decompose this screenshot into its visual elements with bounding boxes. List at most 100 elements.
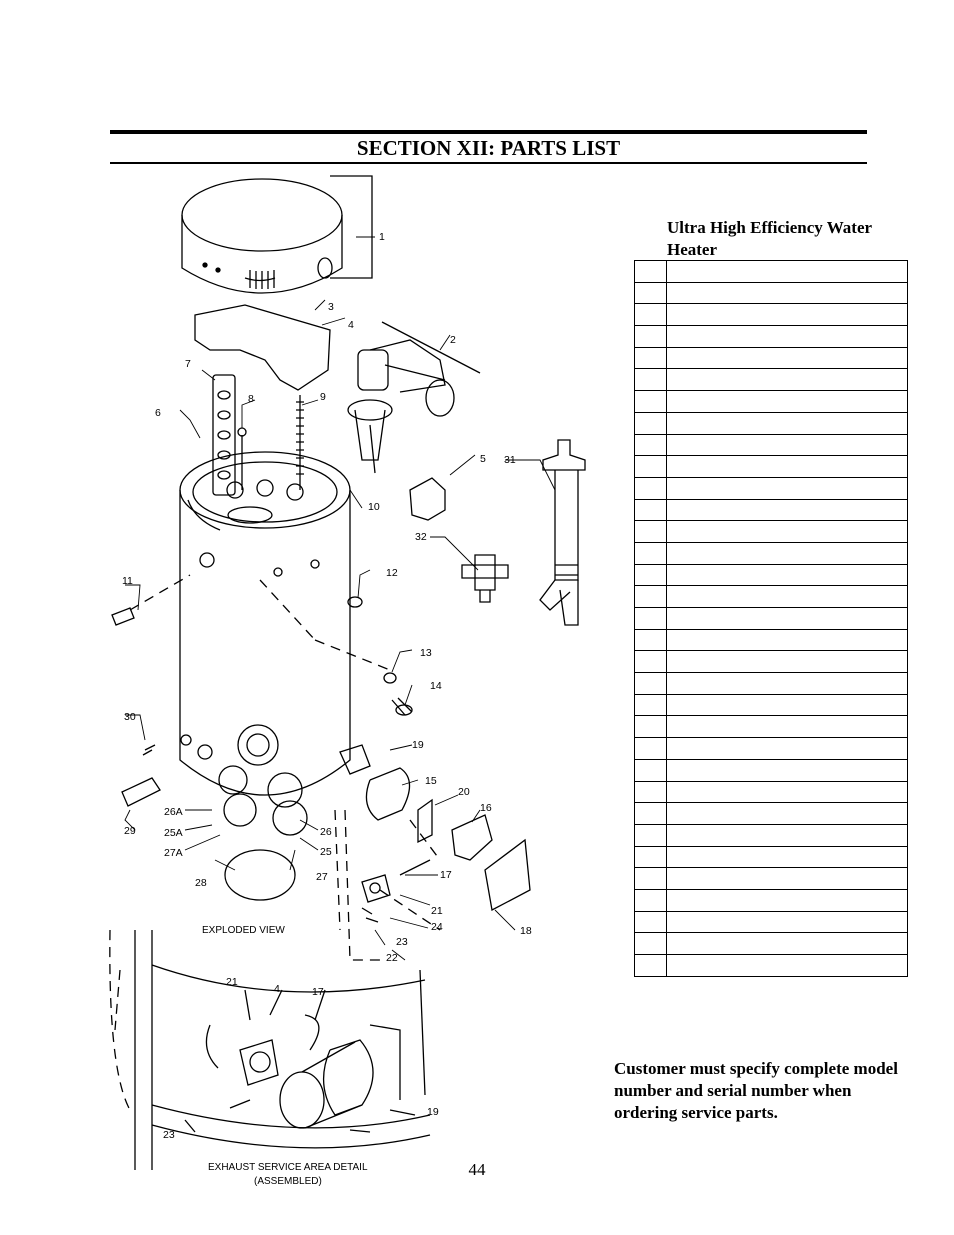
part-number-cell <box>634 910 667 934</box>
callout-28: 28 <box>195 877 207 889</box>
table-row <box>634 780 908 804</box>
table-row <box>634 498 908 522</box>
part-number-cell <box>634 411 667 435</box>
part-description-cell <box>666 411 908 435</box>
callout-13: 13 <box>420 647 432 659</box>
table-row <box>634 476 908 500</box>
part-description-cell <box>666 498 908 522</box>
ordering-note: Customer must specify complete model num… <box>614 1059 898 1122</box>
callout-16: 16 <box>480 802 492 814</box>
callout-19: 19 <box>412 739 424 751</box>
table-row <box>634 541 908 565</box>
table-row <box>634 281 908 305</box>
part-number-cell <box>634 737 667 760</box>
parts-table <box>634 260 908 977</box>
part-number-cell <box>634 541 667 565</box>
tank-body-drawing <box>179 451 351 836</box>
part-number-cell <box>634 954 667 977</box>
part-description-cell <box>666 628 908 652</box>
page-number: 44 <box>468 1160 486 1179</box>
part-description-cell <box>666 303 908 327</box>
part-description-cell <box>666 325 908 348</box>
part-number-cell <box>634 520 667 543</box>
callout-25a: 25A <box>164 827 183 839</box>
table-row <box>634 823 908 847</box>
callout-9: 9 <box>320 391 326 403</box>
callout-20: 20 <box>458 786 470 798</box>
part-number-cell <box>634 281 667 305</box>
callout-29: 29 <box>124 825 136 837</box>
part-number-cell <box>634 888 667 912</box>
callout-3: 3 <box>328 301 334 313</box>
table-row <box>634 954 908 977</box>
table-row <box>634 932 908 955</box>
callout-10: 10 <box>368 501 380 513</box>
part-number-cell <box>634 260 667 283</box>
part-number-cell <box>634 346 667 370</box>
callout-22: 22 <box>386 952 398 964</box>
baffle-drawing <box>212 374 236 496</box>
part-description-cell <box>666 758 908 782</box>
part-description-cell <box>666 823 908 847</box>
callout-23: 23 <box>396 936 408 948</box>
part-description-cell <box>666 433 908 457</box>
callout-26: 26 <box>320 826 332 838</box>
callout-24: 24 <box>431 921 443 933</box>
part-description-cell <box>666 607 908 630</box>
parts-diagram: 1 2 3 4 5 6 7 8 9 10 11 12 13 14 15 16 1… <box>109 175 586 1187</box>
part-description-cell <box>666 888 908 912</box>
detail-callout-23: 23 <box>163 1129 175 1141</box>
part-number-cell <box>634 650 667 674</box>
table-row <box>634 585 908 608</box>
table-row <box>634 672 908 695</box>
gasket-plate-drawing <box>194 304 331 391</box>
part-number-cell <box>634 780 667 804</box>
exploded-view-caption: EXPLODED VIEW <box>202 925 285 936</box>
part-number-cell <box>634 628 667 652</box>
part-description-cell <box>666 281 908 305</box>
part-description-cell <box>666 737 908 760</box>
part-description-cell <box>666 260 908 283</box>
part-number-cell <box>634 585 667 608</box>
part-number-cell <box>634 455 667 478</box>
callout-1: 1 <box>379 231 385 243</box>
part-description-cell <box>666 802 908 825</box>
part-number-cell <box>634 498 667 522</box>
part-description-cell <box>666 672 908 695</box>
table-row <box>634 433 908 457</box>
table-row <box>634 455 908 478</box>
exhaust-detail-drawing <box>134 930 431 1170</box>
table-row <box>634 325 908 348</box>
part-description-cell <box>666 650 908 674</box>
table-row <box>634 737 908 760</box>
part-number-cell <box>634 563 667 587</box>
callout-6: 6 <box>155 407 161 419</box>
part-number-cell <box>634 693 667 717</box>
callout-26a: 26A <box>164 806 183 818</box>
table-row <box>634 390 908 413</box>
table-row <box>634 346 908 370</box>
section-title: SECTION XII: PARTS LIST <box>356 136 621 160</box>
callout-5: 5 <box>480 453 486 465</box>
table-row <box>634 411 908 435</box>
table-row <box>634 888 908 912</box>
detail-callout-17: 17 <box>312 986 324 998</box>
callout-17: 17 <box>440 869 452 881</box>
callout-30: 30 <box>124 711 136 723</box>
parts-table-title: Ultra High Efficiency Water Heater <box>667 218 872 259</box>
callout-12: 12 <box>386 567 398 579</box>
part-description-cell <box>666 910 908 934</box>
part-number-cell <box>634 476 667 500</box>
callout-27a: 27A <box>164 847 183 859</box>
table-row <box>634 910 908 934</box>
detail-caption-line2: (ASSEMBLED) <box>254 1176 322 1187</box>
callout-15: 15 <box>425 775 437 787</box>
detail-callout-19: 19 <box>427 1106 439 1118</box>
part-number-cell <box>634 368 667 392</box>
table-row <box>634 867 908 890</box>
table-row <box>634 368 908 392</box>
table-row <box>634 303 908 327</box>
callout-14: 14 <box>430 680 442 692</box>
callout-8: 8 <box>248 393 254 405</box>
part-number-cell <box>634 303 667 327</box>
